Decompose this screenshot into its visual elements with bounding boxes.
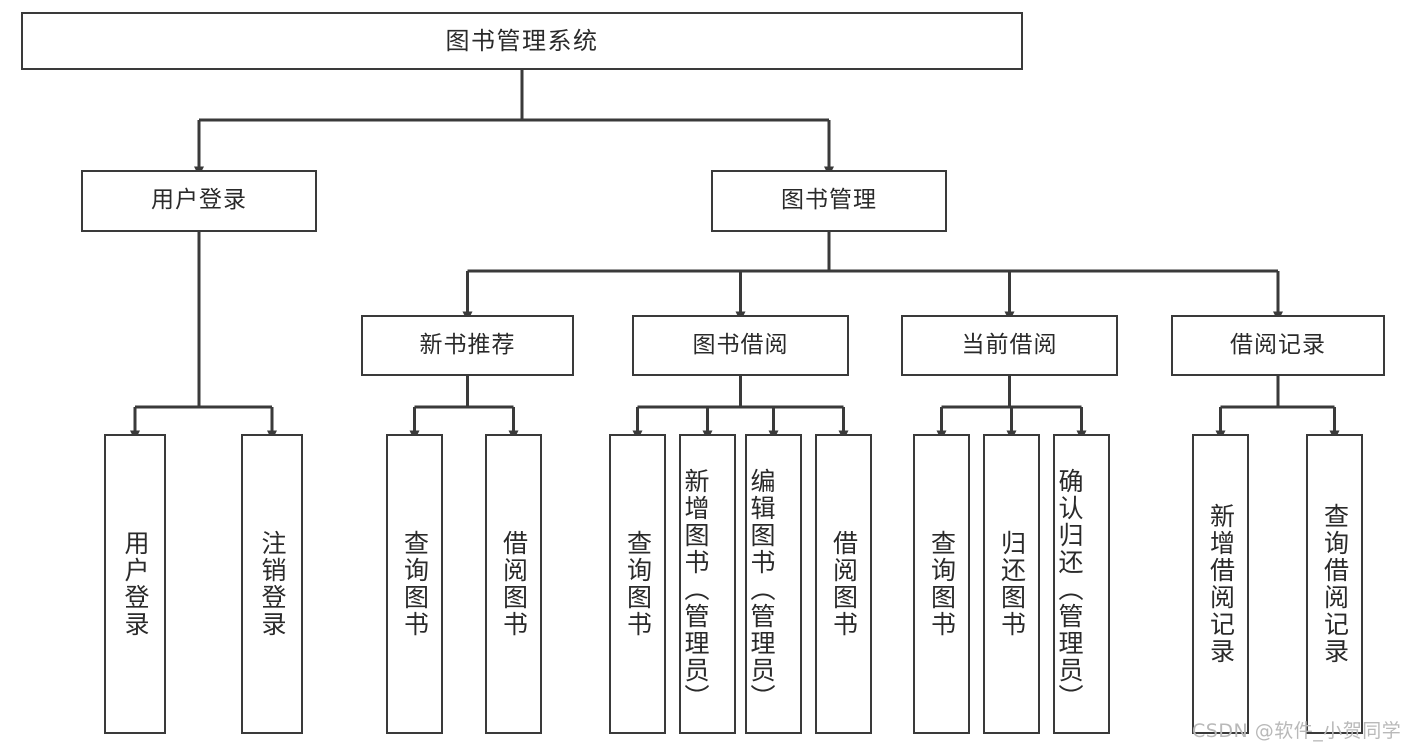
node-label: 用户登录 bbox=[151, 187, 247, 214]
node-leaf-query-borrow-record[interactable]: 查询借阅记录 bbox=[1306, 434, 1363, 734]
node-label: 图书管理 bbox=[781, 187, 877, 214]
node-label: 编辑图书（管理员） bbox=[747, 467, 776, 711]
node-leaf-borrow-book-new[interactable]: 借阅图书 bbox=[485, 434, 542, 734]
node-label: 归还图书 bbox=[997, 530, 1027, 638]
node-borrow-record[interactable]: 借阅记录 bbox=[1171, 315, 1385, 376]
node-label: 确认归还（管理员） bbox=[1055, 467, 1084, 711]
node-label: 新增借阅记录 bbox=[1206, 503, 1236, 665]
node-book-management[interactable]: 图书管理 bbox=[711, 170, 947, 232]
node-label: 新书推荐 bbox=[419, 331, 516, 358]
node-leaf-user-login[interactable]: 用户登录 bbox=[104, 434, 166, 734]
node-leaf-add-borrow-record[interactable]: 新增借阅记录 bbox=[1192, 434, 1249, 734]
node-label: 注销登录 bbox=[258, 530, 287, 638]
node-label: 当前借阅 bbox=[961, 331, 1058, 358]
node-current-borrow[interactable]: 当前借阅 bbox=[901, 315, 1118, 376]
node-leaf-add-book-admin[interactable]: 新增图书（管理员） bbox=[679, 434, 736, 734]
node-leaf-edit-book-admin[interactable]: 编辑图书（管理员） bbox=[745, 434, 802, 734]
node-label: 借阅图书 bbox=[829, 530, 859, 638]
node-leaf-logout-login[interactable]: 注销登录 bbox=[241, 434, 303, 734]
node-label: 查询借阅记录 bbox=[1320, 503, 1350, 665]
node-leaf-borrow-book[interactable]: 借阅图书 bbox=[815, 434, 872, 734]
node-label: 用户登录 bbox=[121, 530, 150, 638]
node-leaf-confirm-return-admin[interactable]: 确认归还（管理员） bbox=[1053, 434, 1110, 734]
connector-lines bbox=[130, 70, 1340, 441]
node-label: 借阅图书 bbox=[499, 530, 529, 638]
node-label: 查询图书 bbox=[400, 530, 430, 638]
node-leaf-return-book[interactable]: 归还图书 bbox=[983, 434, 1040, 734]
node-leaf-query-book-borrow[interactable]: 查询图书 bbox=[609, 434, 666, 734]
node-label: 图书借阅 bbox=[692, 331, 789, 358]
node-leaf-query-book-current[interactable]: 查询图书 bbox=[913, 434, 970, 734]
node-label: 新增图书（管理员） bbox=[681, 467, 710, 711]
csdn-watermark: CSDN @软件_小贺同学 bbox=[1192, 720, 1402, 742]
node-new-book-recommend[interactable]: 新书推荐 bbox=[361, 315, 574, 376]
node-leaf-query-book-new[interactable]: 查询图书 bbox=[386, 434, 443, 734]
node-book-borrow[interactable]: 图书借阅 bbox=[632, 315, 849, 376]
node-label: 查询图书 bbox=[623, 530, 653, 638]
node-label: 查询图书 bbox=[927, 530, 957, 638]
node-user-login[interactable]: 用户登录 bbox=[81, 170, 317, 232]
node-label: 借阅记录 bbox=[1230, 331, 1326, 358]
node-label: 图书管理系统 bbox=[445, 26, 599, 55]
node-root[interactable]: 图书管理系统 bbox=[21, 12, 1023, 70]
